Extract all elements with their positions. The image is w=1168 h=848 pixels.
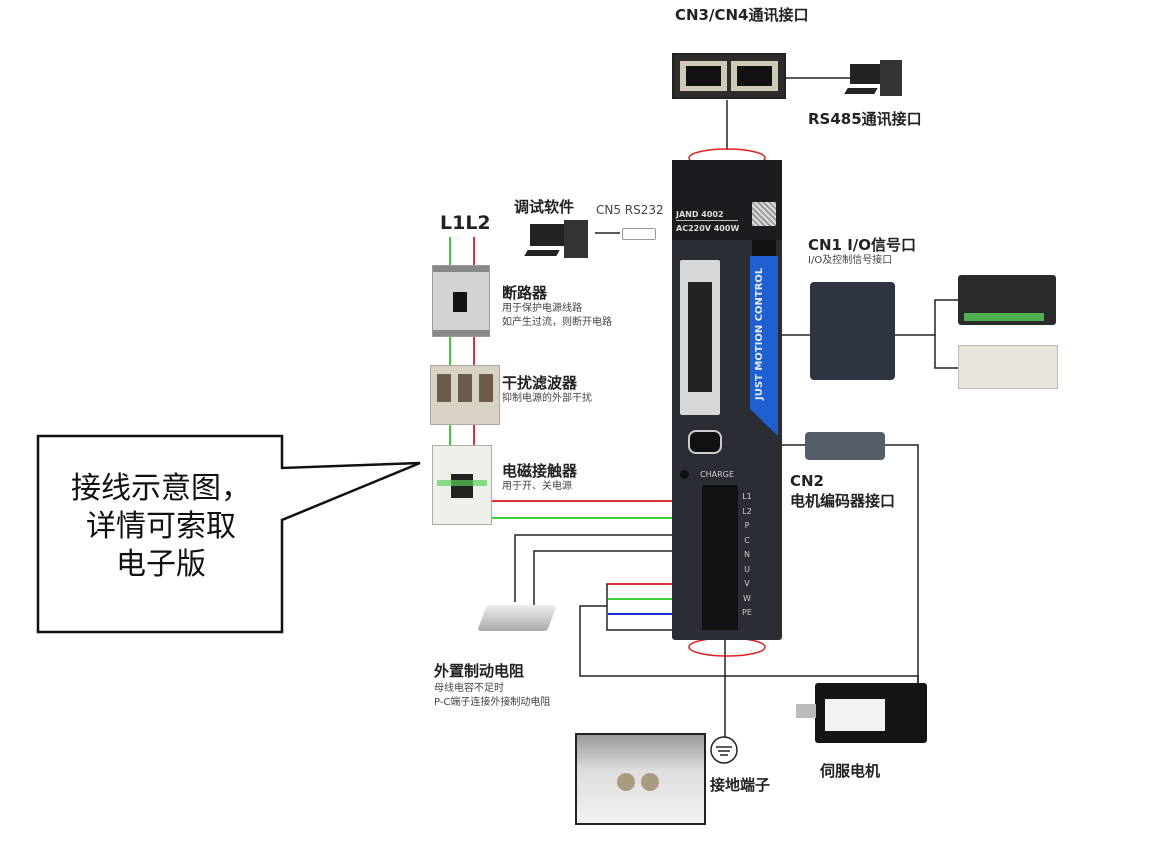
- filter-title: 干扰滤波器: [502, 374, 578, 392]
- callout-box: [36, 434, 421, 634]
- filter-desc: 抑制电源的外部干扰: [502, 393, 592, 404]
- terminal-label: PE: [742, 608, 752, 617]
- servo-motor-image: [815, 683, 927, 743]
- cn2-desc: 电机编码器接口: [790, 492, 896, 510]
- driver-model: JAND 4002: [676, 210, 724, 219]
- cn2-plug-image: [805, 432, 885, 460]
- rj45-port-block: [672, 53, 786, 99]
- motor-title: 伺服电机: [820, 762, 881, 780]
- contactor-desc: 用于开、关电源: [502, 481, 572, 492]
- cn2-connector[interactable]: [688, 430, 722, 454]
- ground-symbol-icon: [710, 736, 738, 764]
- terminal-label: L2: [742, 506, 752, 516]
- plc-image: [958, 345, 1058, 389]
- terminal-label: C: [744, 535, 750, 545]
- controller-board-image: [958, 275, 1056, 325]
- cn1-plug-image: [810, 282, 895, 380]
- cn2-title: CN2: [790, 472, 824, 490]
- terminal-label: U: [744, 564, 750, 574]
- terminal-label: N: [744, 550, 750, 559]
- terminal-label: P: [744, 521, 750, 530]
- rs232-port-label: CN5 RS232: [596, 203, 664, 217]
- contactor-title: 电磁接触器: [502, 462, 578, 480]
- motor-shaft: [796, 704, 816, 718]
- cn1-connector[interactable]: [680, 260, 720, 415]
- brake-resistor-desc-2: P-C端子连接外接制动电阻: [434, 697, 551, 708]
- brake-resistor-image: [477, 605, 557, 631]
- brake-resistor-desc-1: 母线电容不足时: [434, 683, 504, 694]
- rs232-connector-icon: [622, 228, 656, 240]
- brake-resistor-title: 外置制动电阻: [434, 662, 525, 680]
- callout-text: 接线示意图， 详情可索取 电子版: [42, 470, 280, 584]
- callout-line-3: 电子版: [116, 547, 206, 582]
- terminal-label: W: [743, 593, 751, 603]
- cn1-title: CN1 I/O信号口: [808, 236, 917, 254]
- ground-screw-photo: [575, 733, 706, 825]
- terminal-block: [702, 485, 738, 630]
- debug-software-title: 调试软件: [514, 198, 575, 216]
- qr-code-icon: [752, 202, 776, 226]
- breaker-image: [432, 265, 490, 337]
- filter-image: [430, 365, 500, 425]
- comm-port-title: CN3/CN4通讯接口: [675, 6, 809, 24]
- rs485-label: RS485通讯接口: [808, 110, 922, 128]
- charge-led: [680, 470, 689, 479]
- callout-line-2: 详情可索取: [86, 509, 236, 544]
- breaker-desc-1: 用于保护电源线路: [502, 303, 582, 314]
- servo-driver: JAND 4002 AC220V 400W JUST MOTION CONTRO…: [672, 160, 782, 640]
- driver-brand: JUST MOTION CONTROL: [754, 267, 765, 400]
- terminal-label: V: [744, 579, 750, 588]
- cn1-desc: I/O及控制信号接口: [808, 255, 893, 266]
- highlight-ellipse-bottom: [688, 637, 766, 657]
- contactor-image: [432, 445, 492, 525]
- terminal-label: L1: [742, 492, 752, 501]
- breaker-title: 断路器: [502, 284, 548, 302]
- driver-rating: AC220V 400W: [676, 224, 740, 233]
- charge-label: CHARGE: [700, 470, 734, 479]
- callout-line-1: 接线示意图，: [71, 471, 251, 506]
- breaker-desc-2: 如产生过流，则断开电路: [502, 317, 612, 328]
- ground-title: 接地端子: [710, 776, 771, 794]
- power-input-label: L1L2: [440, 212, 491, 234]
